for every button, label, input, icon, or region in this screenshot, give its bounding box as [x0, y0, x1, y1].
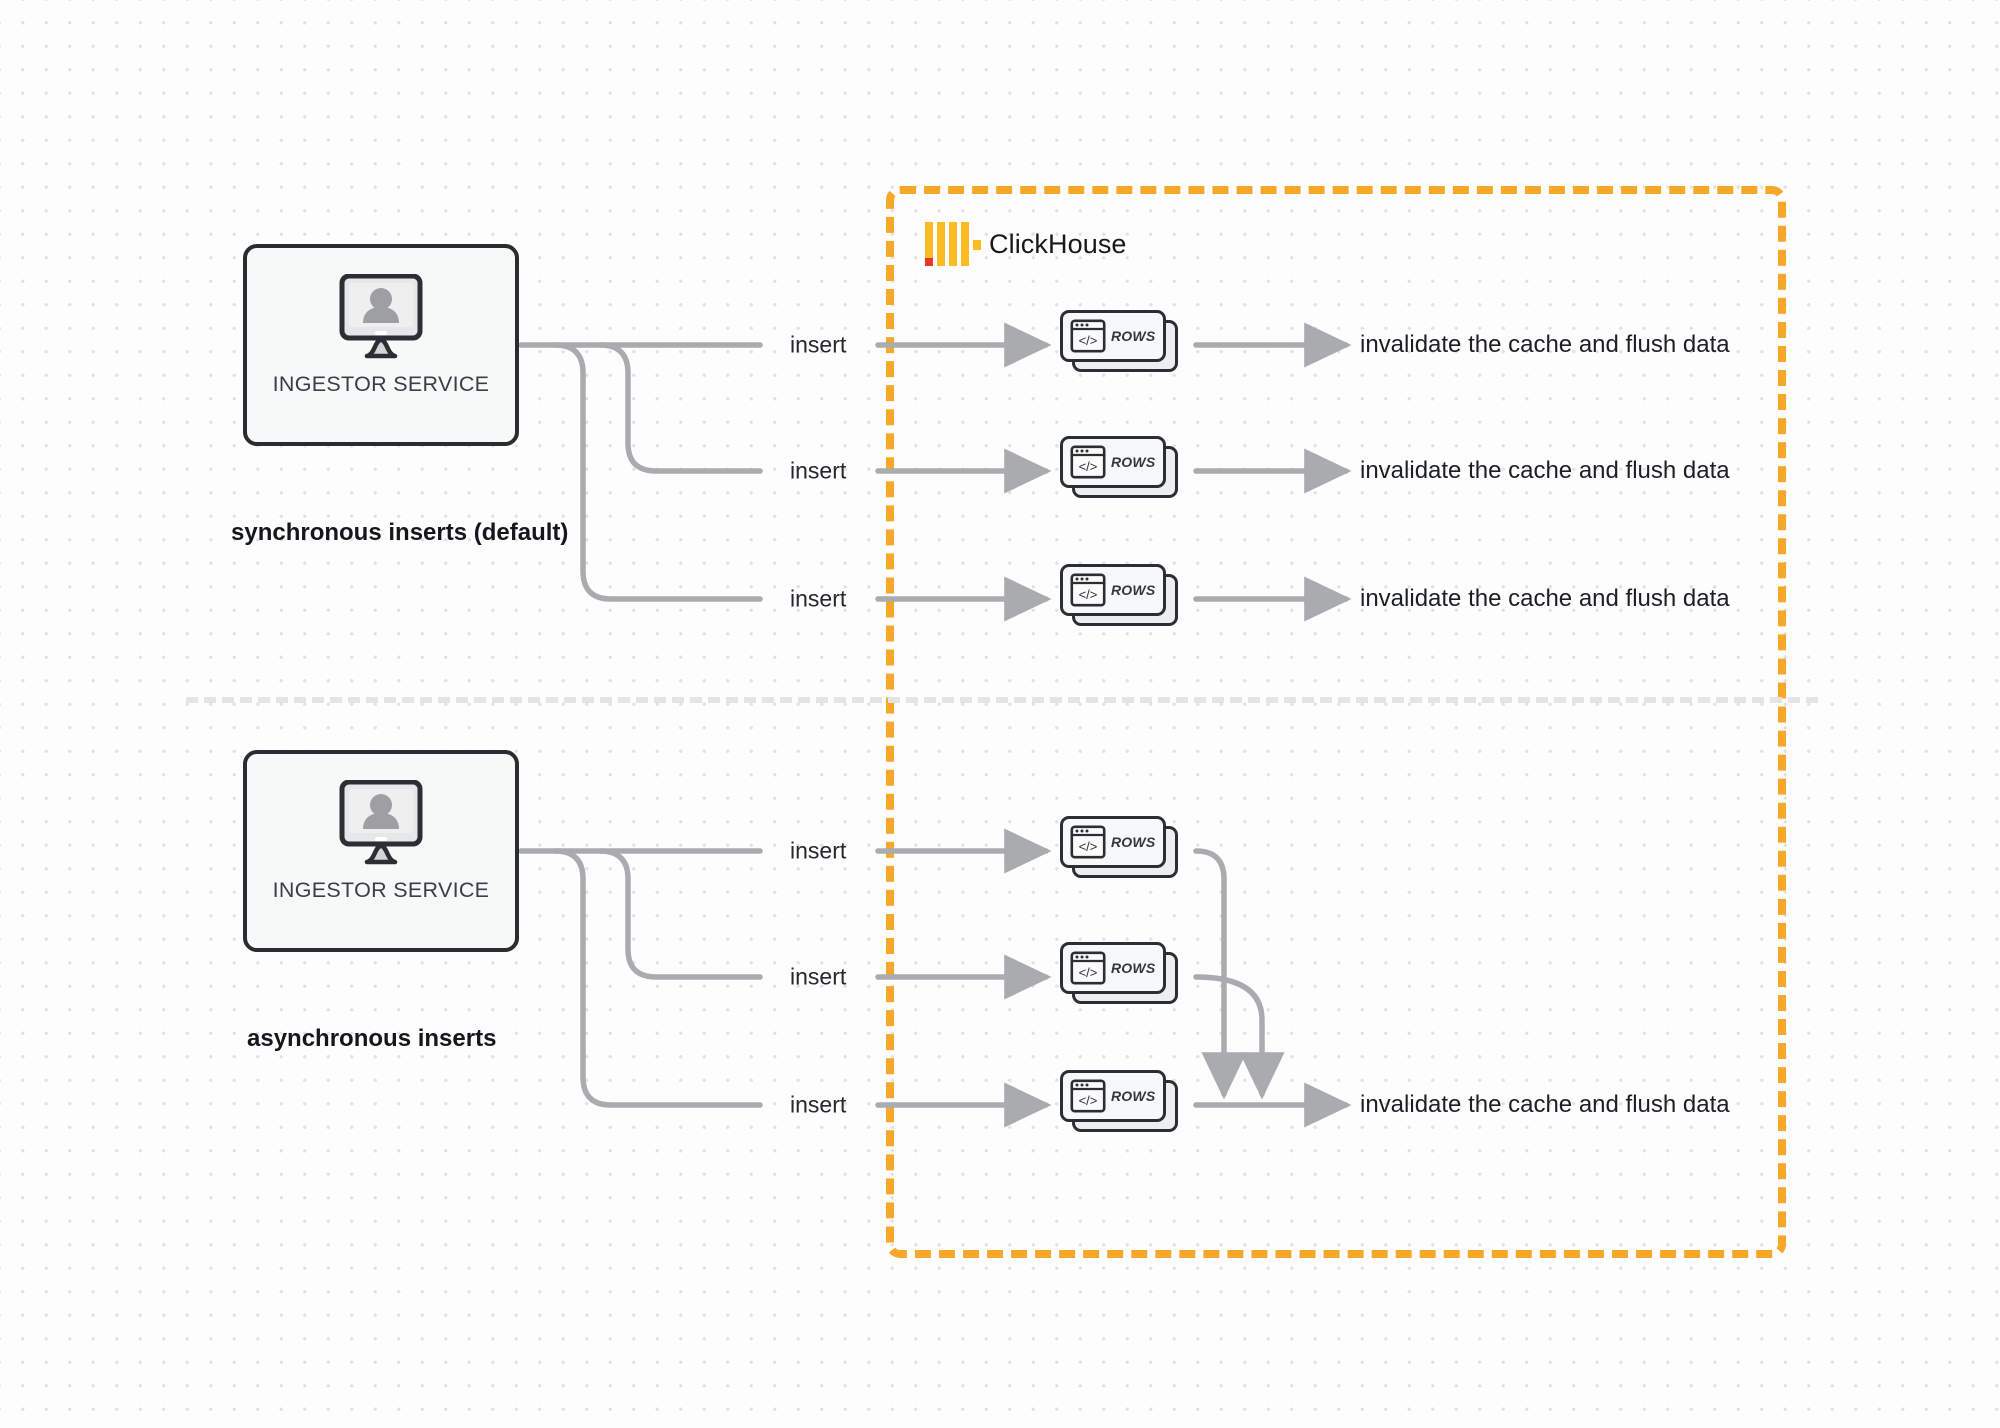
ingestor-service-sync[interactable]: INGESTOR SERVICE [243, 244, 519, 446]
clickhouse-boundary [886, 186, 1786, 1258]
edge-label-insert-async-1: insert [790, 837, 847, 864]
rows-node-sync-3[interactable]: </> ROWS [1060, 564, 1180, 626]
monitor-user-icon [333, 273, 429, 360]
svg-text:</>: </> [1079, 587, 1098, 602]
ingestor-service-label: INGESTOR SERVICE [272, 878, 490, 902]
svg-text:</>: </> [1079, 333, 1098, 348]
rows-node-label: ROWS [1111, 454, 1156, 470]
section-label-asynchronous: asynchronous inserts [247, 1025, 497, 1052]
sink-label-sync-1: invalidate the cache and flush data [1360, 331, 1730, 358]
section-label-synchronous: synchronous inserts (default) [231, 519, 569, 546]
rows-node-async-2[interactable]: </> ROWS [1060, 942, 1180, 1004]
code-window-icon: </> [1070, 951, 1106, 985]
sink-label-sync-2: invalidate the cache and flush data [1360, 457, 1730, 484]
clickhouse-logo [925, 222, 981, 266]
clickhouse-brand: ClickHouse [925, 222, 1127, 266]
code-window-icon: </> [1070, 573, 1106, 607]
edge-label-insert-sync-3: insert [790, 585, 847, 612]
code-window-icon: </> [1070, 445, 1106, 479]
card-front: </> ROWS [1060, 436, 1166, 488]
rows-node-label: ROWS [1111, 582, 1156, 598]
sink-label-sync-3: invalidate the cache and flush data [1360, 585, 1730, 612]
edge-label-insert-sync-1: insert [790, 331, 847, 358]
code-window-icon: </> [1070, 319, 1106, 353]
card-front: </> ROWS [1060, 1070, 1166, 1122]
rows-node-sync-1[interactable]: </> ROWS [1060, 310, 1180, 372]
ingestor-service-label: INGESTOR SERVICE [272, 372, 490, 396]
sink-label-async: invalidate the cache and flush data [1360, 1091, 1730, 1118]
clickhouse-title: ClickHouse [989, 228, 1127, 259]
svg-text:</>: </> [1079, 839, 1098, 854]
edge-label-insert-sync-2: insert [790, 457, 847, 484]
card-front: </> ROWS [1060, 310, 1166, 362]
rows-node-label: ROWS [1111, 960, 1156, 976]
edge-label-insert-async-3: insert [790, 1091, 847, 1118]
rows-node-async-1[interactable]: </> ROWS [1060, 816, 1180, 878]
svg-text:</>: </> [1079, 1093, 1098, 1108]
ingestor-service-async[interactable]: INGESTOR SERVICE [243, 750, 519, 952]
svg-text:</>: </> [1079, 459, 1098, 474]
code-window-icon: </> [1070, 825, 1106, 859]
section-divider [186, 697, 1818, 703]
rows-node-label: ROWS [1111, 1088, 1156, 1104]
svg-text:</>: </> [1079, 965, 1098, 980]
rows-node-label: ROWS [1111, 834, 1156, 850]
card-front: </> ROWS [1060, 816, 1166, 868]
card-front: </> ROWS [1060, 564, 1166, 616]
rows-node-label: ROWS [1111, 328, 1156, 344]
code-window-icon: </> [1070, 1079, 1106, 1113]
card-front: </> ROWS [1060, 942, 1166, 994]
rows-node-async-3[interactable]: </> ROWS [1060, 1070, 1180, 1132]
monitor-user-icon [333, 779, 429, 866]
edge-label-insert-async-2: insert [790, 963, 847, 990]
rows-node-sync-2[interactable]: </> ROWS [1060, 436, 1180, 498]
